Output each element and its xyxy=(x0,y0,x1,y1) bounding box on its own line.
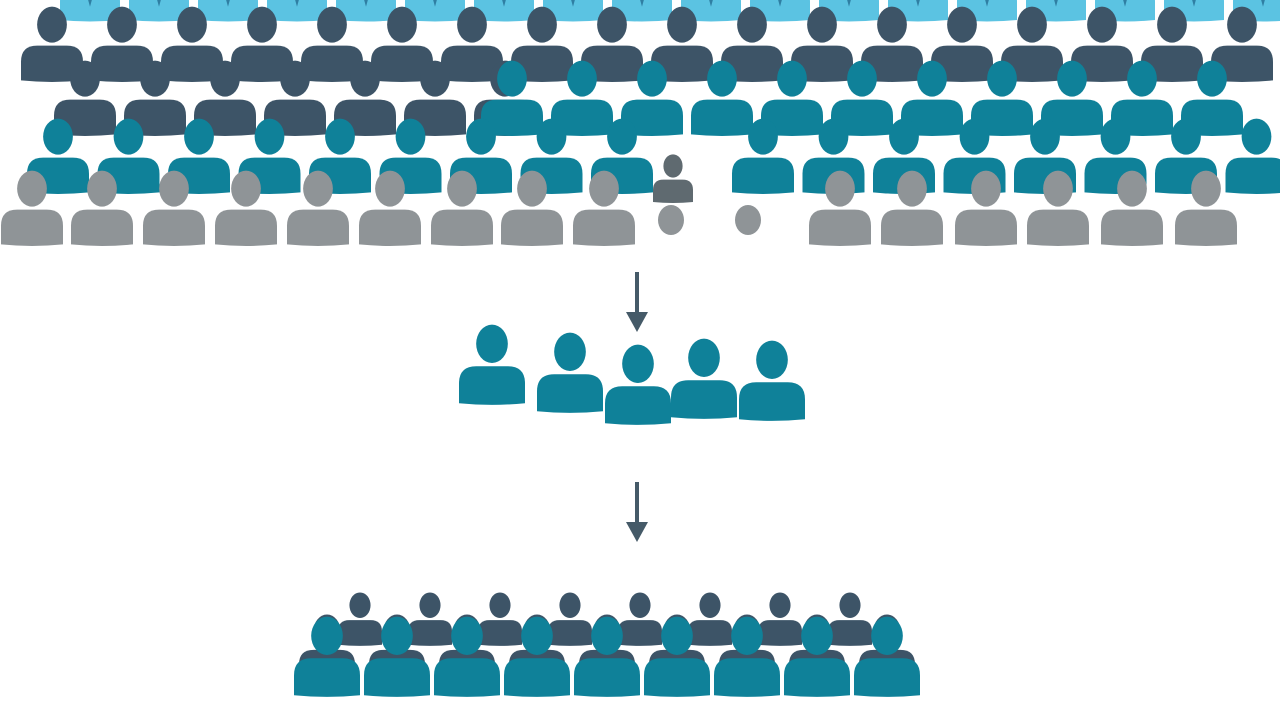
person-icon xyxy=(336,0,396,22)
person-icon xyxy=(1,170,63,246)
person-icon xyxy=(1175,170,1237,246)
person-icon xyxy=(408,592,452,646)
person-icon xyxy=(359,170,421,246)
person-icon xyxy=(732,118,794,194)
person-icon xyxy=(71,170,133,246)
person-icon xyxy=(831,60,893,136)
person-icon xyxy=(91,6,153,82)
person-icon xyxy=(1071,6,1133,82)
person-icon xyxy=(574,616,640,697)
person-head-icon xyxy=(735,205,761,235)
person-icon xyxy=(644,616,710,697)
arrow-down-icon xyxy=(626,272,648,332)
person-icon xyxy=(955,170,1017,246)
person-icon xyxy=(198,0,258,22)
person-icon xyxy=(621,60,683,136)
arrow-down-icon xyxy=(626,482,648,542)
person-icon xyxy=(60,0,120,22)
person-icon xyxy=(1001,6,1063,82)
person-icon xyxy=(504,616,570,697)
person-icon xyxy=(474,0,534,22)
person-icon xyxy=(441,6,503,82)
person-icon xyxy=(1101,170,1163,246)
person-icon xyxy=(551,60,613,136)
person-icon xyxy=(294,616,360,697)
person-icon xyxy=(1211,6,1273,82)
person-icon xyxy=(543,0,603,22)
person-icon xyxy=(434,616,500,697)
person-icon xyxy=(215,170,277,246)
person-icon xyxy=(931,6,993,82)
person-icon xyxy=(653,154,693,203)
person-icon xyxy=(573,170,635,246)
person-icon xyxy=(688,592,732,646)
person-icon xyxy=(714,616,780,697)
person-icon xyxy=(828,592,872,646)
person-icon xyxy=(581,6,643,82)
person-icon xyxy=(364,616,430,697)
person-head-icon xyxy=(658,205,684,235)
person-icon xyxy=(791,6,853,82)
person-icon xyxy=(431,170,493,246)
person-icon xyxy=(809,170,871,246)
person-icon xyxy=(143,170,205,246)
person-icon xyxy=(784,616,850,697)
person-icon xyxy=(681,0,741,22)
person-icon xyxy=(861,6,923,82)
person-icon xyxy=(161,6,223,82)
person-icon xyxy=(287,170,349,246)
person-icon xyxy=(405,0,465,22)
person-icon xyxy=(612,0,672,22)
person-icon xyxy=(1141,6,1203,82)
person-icon xyxy=(651,6,713,82)
person-icon xyxy=(301,6,363,82)
person-icon xyxy=(231,6,293,82)
person-icon xyxy=(21,6,83,82)
population-crowd xyxy=(1,0,1280,246)
person-icon xyxy=(739,340,805,421)
person-icon xyxy=(371,6,433,82)
person-icon xyxy=(761,60,823,136)
person-icon xyxy=(548,592,592,646)
person-icon xyxy=(501,170,563,246)
person-icon xyxy=(758,592,802,646)
person-icon xyxy=(721,6,783,82)
person-icon xyxy=(129,0,189,22)
person-icon xyxy=(478,592,522,646)
person-icon xyxy=(1027,170,1089,246)
person-icon xyxy=(511,6,573,82)
person-icon xyxy=(1225,118,1280,194)
person-icon xyxy=(671,338,737,419)
sample-group xyxy=(459,324,805,425)
person-icon xyxy=(537,332,603,413)
person-icon xyxy=(691,60,753,136)
person-icon xyxy=(338,592,382,646)
person-icon xyxy=(459,324,525,405)
person-icon xyxy=(481,60,543,136)
result-group xyxy=(294,592,920,697)
person-icon xyxy=(618,592,662,646)
person-icon xyxy=(881,170,943,246)
person-icon xyxy=(605,344,671,425)
person-icon xyxy=(267,0,327,22)
person-icon xyxy=(854,616,920,697)
